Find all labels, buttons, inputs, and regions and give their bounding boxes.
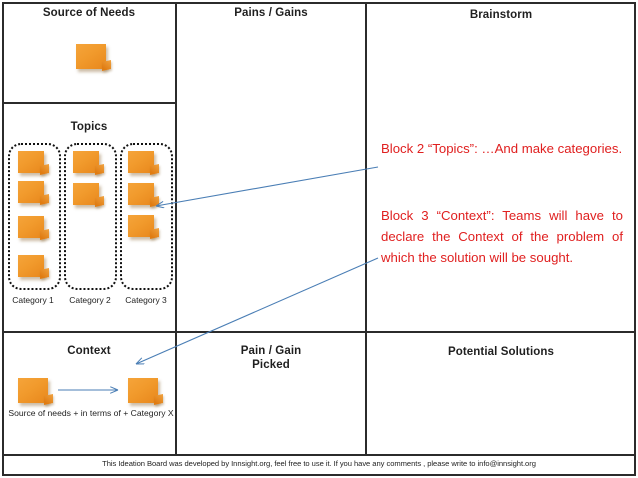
- cell-title-source-of-needs: Source of Needs: [42, 7, 136, 19]
- cell-title-context: Context: [67, 345, 111, 357]
- sticky-note-icon[interactable]: [128, 151, 154, 173]
- cell-title-topics: Topics: [70, 121, 108, 133]
- category-label-1: Category 1: [12, 295, 54, 305]
- sticky-note-icon[interactable]: [73, 183, 99, 205]
- sticky-note-icon[interactable]: [76, 44, 106, 69]
- sticky-note-icon[interactable]: [18, 216, 44, 238]
- board-border-right: [634, 2, 636, 476]
- column-divider-1: [175, 2, 177, 455]
- sticky-note-icon[interactable]: [128, 378, 158, 403]
- cell-title-pains-gains: Pains / Gains: [234, 7, 308, 19]
- context-caption: Source of needs + in terms of + Category…: [8, 408, 174, 418]
- sticky-note-icon[interactable]: [18, 181, 44, 203]
- row-divider-source-topics: [2, 102, 176, 104]
- sticky-note-icon[interactable]: [128, 215, 154, 237]
- row-divider-footer: [2, 454, 636, 456]
- board-border-top: [2, 2, 636, 4]
- cell-title-brainstorm: Brainstorm: [469, 9, 533, 21]
- board-border-bottom: [2, 474, 636, 476]
- category-label-3: Category 3: [125, 295, 167, 305]
- footer-credit: This Ideation Board was developed by Inn…: [102, 459, 536, 468]
- pain-gain-picked-line-2: Picked: [252, 359, 290, 371]
- column-divider-2: [365, 2, 367, 455]
- arrow-icon-to-topics: [156, 166, 379, 206]
- category-box-1[interactable]: [8, 143, 61, 290]
- category-label-2: Category 2: [69, 295, 111, 305]
- pain-gain-picked-line-1: Pain / Gain: [240, 345, 302, 357]
- sticky-note-icon[interactable]: [18, 378, 48, 403]
- cell-title-potential-solutions: Potential Solutions: [447, 346, 555, 358]
- board-border-left: [2, 2, 4, 476]
- sticky-note-icon[interactable]: [73, 151, 99, 173]
- sticky-note-icon[interactable]: [18, 151, 44, 173]
- sticky-note-icon[interactable]: [128, 183, 154, 205]
- row-divider-middle: [2, 331, 636, 333]
- cell-title-pain-gain-picked: Pain / Gain Picked: [177, 344, 365, 372]
- annotation-block-3: Block 3 “Context”: Teams will have to de…: [381, 208, 623, 265]
- annotation-block-2: Block 2 “Topics”: …And make categories.: [381, 141, 623, 156]
- sticky-note-icon[interactable]: [18, 255, 44, 277]
- category-box-2[interactable]: [64, 143, 117, 290]
